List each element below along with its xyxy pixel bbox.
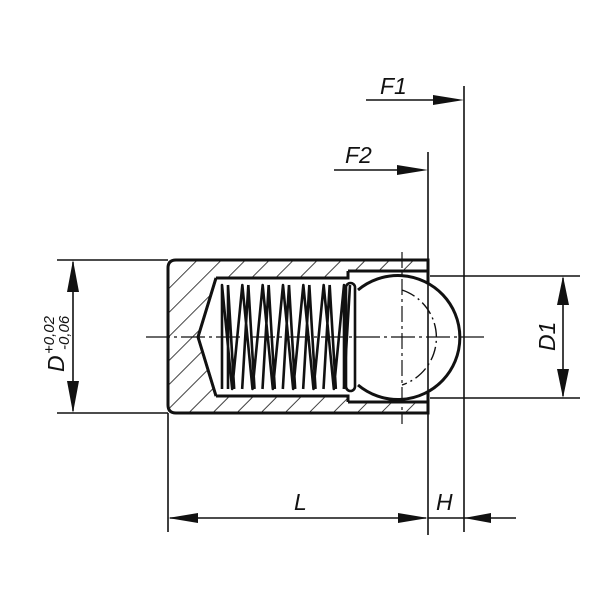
L-arrow-right <box>398 513 428 523</box>
housing-outline <box>166 258 430 415</box>
D-arrow-top <box>67 260 79 292</box>
housing-section-fill <box>168 260 428 413</box>
dimension-lines <box>67 95 569 523</box>
D-label: D <box>43 355 69 372</box>
ball-hidden-arc <box>401 289 438 386</box>
F2-label: F2 <box>345 142 372 168</box>
D1-label: D1 <box>534 322 560 351</box>
dimension-labels: F1 F2 L H D1 D +0,02 -0,06 <box>41 73 560 515</box>
extension-lines <box>57 86 580 535</box>
D-tolerance-upper: +0,02 <box>41 315 58 354</box>
D-tolerance-lower: -0,06 <box>56 315 73 350</box>
F1-arrowhead <box>433 95 464 105</box>
D1-arrow-bottom <box>557 369 569 398</box>
bore-outline <box>196 269 428 404</box>
housing-body <box>166 258 430 415</box>
spring-end-plate <box>344 281 357 393</box>
H-label: H <box>436 489 453 515</box>
F2-arrowhead <box>397 165 428 175</box>
D1-arrow-top <box>557 276 569 305</box>
L-arrow-left <box>168 513 198 523</box>
L-label: L <box>294 489 307 515</box>
D-arrow-bottom <box>67 381 79 413</box>
H-arrow <box>464 513 491 523</box>
F1-label: F1 <box>380 73 407 99</box>
